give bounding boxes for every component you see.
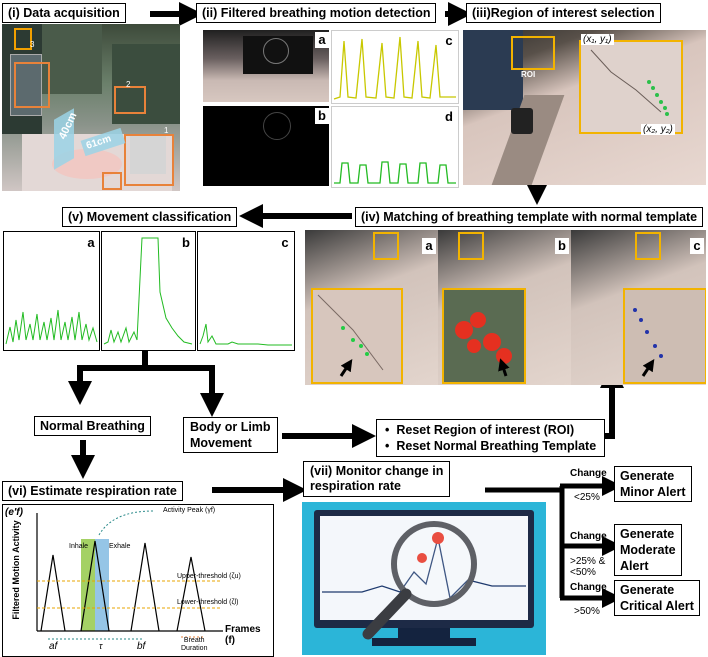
reset-roi-item: Reset Region of interest (ROI) [396, 423, 575, 437]
panel-tag-a: a [84, 235, 98, 251]
signal-line-green [334, 161, 456, 184]
threshold-critical: >50% [574, 606, 600, 617]
moderate-alert-box: Generate Moderate Alert [614, 524, 682, 576]
detection-frame-a: a [203, 30, 329, 102]
stage-label-roi: (iii)Region of interest selection [466, 3, 661, 23]
stage-label-matching: (iv) Matching of breathing template with… [355, 207, 704, 227]
camera-label: 1 [164, 126, 169, 135]
panel-tag-a: a [315, 32, 329, 48]
camera-label: 2 [126, 80, 131, 89]
monitor-line1: (vii) Monitor change in [310, 464, 444, 478]
classification-panel-a: a [3, 231, 100, 351]
change-label-3: Change [570, 582, 607, 593]
y-variable: (e′f) [5, 507, 23, 518]
stage-label-acquisition: (i) Data acquisition [2, 3, 126, 23]
arrow-icon [145, 365, 224, 417]
minor-alert-line2: Minor Alert [620, 485, 686, 499]
x-axis-label: Frames (f) [225, 624, 261, 646]
threshold-moderate-line2: <50% [570, 567, 596, 578]
stage-label-monitor: (vii) Monitor change in respiration rate [303, 461, 451, 497]
minor-alert-box: Generate Minor Alert [614, 466, 692, 502]
panel-tag-b: b [315, 108, 329, 124]
breath-duration-line2: Duration [181, 645, 208, 652]
inhale-label: Inhale [69, 543, 89, 550]
matching-panel-b: b [438, 230, 571, 385]
stage-label-detection: (ii) Filtered breathing motion detection [196, 3, 437, 23]
threshold-moderate: >25% & <50% [570, 556, 605, 578]
roi-bottom-right-coord: (x₂, y₂) [641, 124, 675, 135]
matching-panel-c: c [571, 230, 706, 385]
minor-alert-line1: Generate [620, 469, 675, 483]
exhale-label: Exhale [109, 543, 131, 550]
panel-tag-b: b [555, 238, 569, 254]
roi-photo: ROI (x₁, y₁) (x₂, y₂) [463, 30, 706, 185]
acquisition-photo: 40cm 61cm 3 2 1 [2, 24, 180, 191]
bf-label: bf [137, 641, 146, 652]
moderate-alert-line2: Moderate [620, 543, 676, 557]
magnifier-icon [362, 521, 477, 640]
body-movement-line1: Body or Limb [190, 420, 271, 434]
stage-label-classification: (v) Movement classification [62, 207, 238, 227]
roi-text: ROI [521, 70, 536, 79]
detection-frame-b: b [203, 106, 329, 186]
bullet: • [385, 439, 390, 453]
body-movement-line2: Movement [190, 436, 252, 450]
af-label: af [49, 641, 58, 652]
matching-panel-a: a [305, 230, 438, 385]
detection-signal-c: c [331, 30, 459, 104]
arrow-icon [68, 350, 148, 405]
classification-panel-c: c [197, 231, 295, 351]
monitor-line2: respiration rate [310, 479, 402, 493]
reset-template-item: Reset Normal Breathing Template [396, 439, 597, 453]
change-label-1: Change [570, 468, 607, 479]
lower-threshold-label: Lower-threshold (ζl) [177, 599, 239, 606]
moderate-alert-line3: Alert [620, 559, 649, 573]
activity-peak-label: Activity Peak (γf) [163, 507, 216, 514]
change-label-2: Change [570, 531, 607, 542]
threshold-moderate-line1: >25% & [570, 556, 606, 567]
moderate-alert-line1: Generate [620, 527, 675, 541]
roi-box [511, 36, 555, 70]
panel-tag-d: d [442, 109, 456, 125]
classification-panel-b: b [101, 231, 196, 351]
stage-label-respiration: (vi) Estimate respiration rate [2, 481, 183, 501]
camera-label: 3 [30, 40, 35, 49]
upper-threshold-label: Upper-threshold (ζu) [177, 573, 241, 580]
panel-tag-c: c [690, 238, 704, 254]
breath-duration-line1: Breath [183, 637, 205, 644]
respiration-graph: (e′f) Filtered Motion Activity Activity … [2, 504, 274, 657]
reset-box: • Reset Region of interest (ROI) • Reset… [376, 419, 606, 457]
breath-duration-label: Breath Duration [181, 637, 207, 653]
critical-alert-line1: Generate [620, 583, 675, 597]
panel-tag-a: a [422, 238, 436, 254]
tau-label: τ [99, 641, 103, 651]
roi-top-left-coord: (x₁, y₁) [581, 34, 614, 45]
panel-tag-c: c [442, 33, 456, 49]
threshold-minor: <25% [574, 492, 600, 503]
signal-line-yellow [333, 36, 456, 100]
y-axis-label: Filtered Motion Activity [11, 520, 21, 620]
critical-alert-line2: Critical Alert [620, 599, 694, 613]
normal-breathing-label: Normal Breathing [34, 416, 151, 436]
panel-tag-c: c [278, 235, 292, 251]
detection-signal-d: d [331, 106, 459, 188]
body-movement-label: Body or Limb Movement [183, 417, 278, 453]
monitor-illustration [302, 502, 546, 655]
panel-tag-b: b [179, 235, 193, 251]
roi-zoom [579, 40, 683, 134]
critical-alert-box: Generate Critical Alert [614, 580, 700, 616]
bullet: • [385, 423, 390, 437]
